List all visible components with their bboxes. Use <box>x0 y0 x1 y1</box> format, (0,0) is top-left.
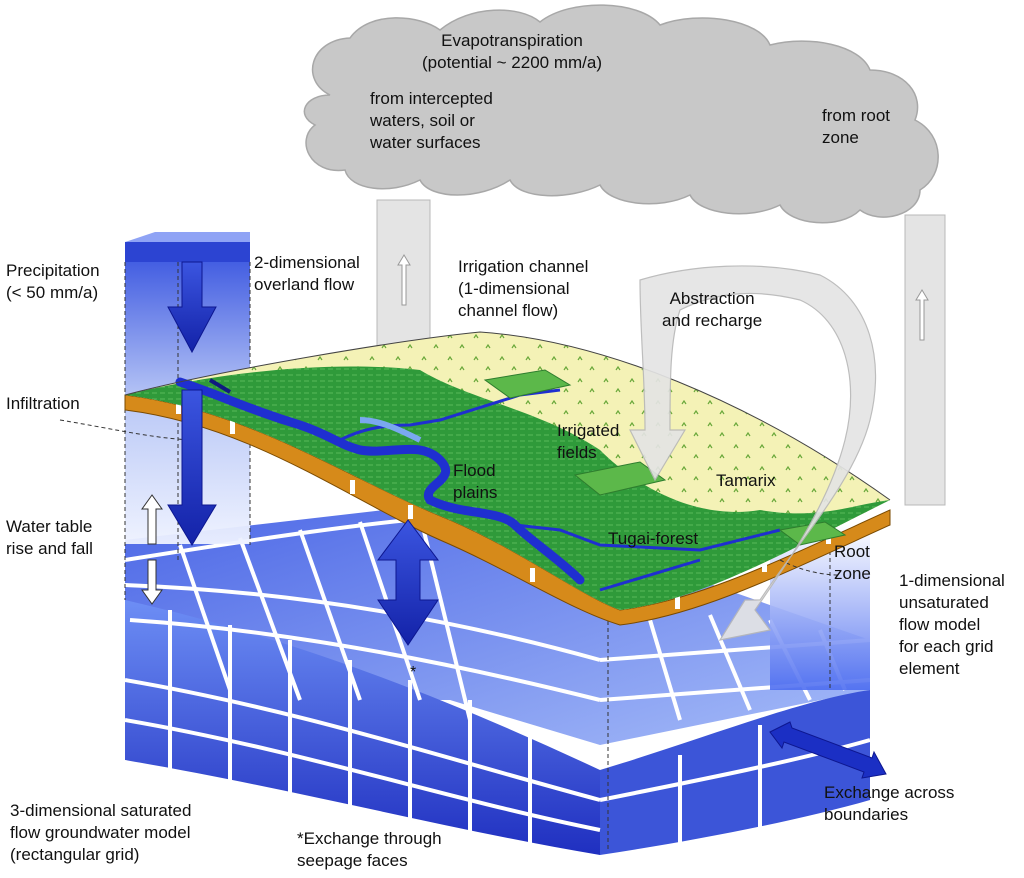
precipitation-arrow <box>167 261 217 354</box>
label-water-table: Water table rise and fall <box>6 517 93 558</box>
label-abstraction: Abstraction and recharge <box>662 289 763 330</box>
evaporation-arrow-right <box>904 214 946 506</box>
label-flood-plains: Flood plains <box>453 461 498 502</box>
label-infiltration: Infiltration <box>6 394 80 413</box>
label-unsaturated-model: 1-dimensional unsaturated flow model for… <box>899 571 1005 678</box>
label-from-intercepted: from intercepted waters, soil or water s… <box>370 89 493 152</box>
groundwater-grid-block <box>0 500 871 878</box>
abstraction-recharge-arrow <box>629 265 877 641</box>
label-tamarix: Tamarix <box>716 471 776 490</box>
label-boundaries: Exchange across boundaries <box>824 783 955 824</box>
label-root-zone: Root zone <box>834 542 871 583</box>
label-evapotranspiration: Evapotranspiration (potential ~ 2200 mm/… <box>422 31 603 72</box>
label-tugai-forest: Tugai-forest <box>608 529 699 548</box>
evapotranspiration-cloud <box>303 4 939 224</box>
label-saturated-model: 3-dimensional saturated flow groundwater… <box>10 801 192 864</box>
infiltration-arrow <box>167 389 217 546</box>
seepage-asterisk: * <box>410 664 416 681</box>
label-seepage: *Exchange through seepage faces <box>297 829 442 870</box>
label-irrigated-fields: Irrigated fields <box>557 421 620 462</box>
boundary-exchange-arrow <box>769 721 887 779</box>
label-precipitation: Precipitation (< 50 mm/a) <box>6 261 100 302</box>
label-irrigation-channel: Irrigation channel (1-dimensional channe… <box>458 257 589 320</box>
precipitation-cell <box>125 232 250 262</box>
label-from-root-zone: from root zone <box>822 106 891 147</box>
label-overland-flow: 2-dimensional overland flow <box>254 253 360 294</box>
seepage-exchange-arrow <box>377 519 439 646</box>
water-table-arrows <box>141 494 163 605</box>
